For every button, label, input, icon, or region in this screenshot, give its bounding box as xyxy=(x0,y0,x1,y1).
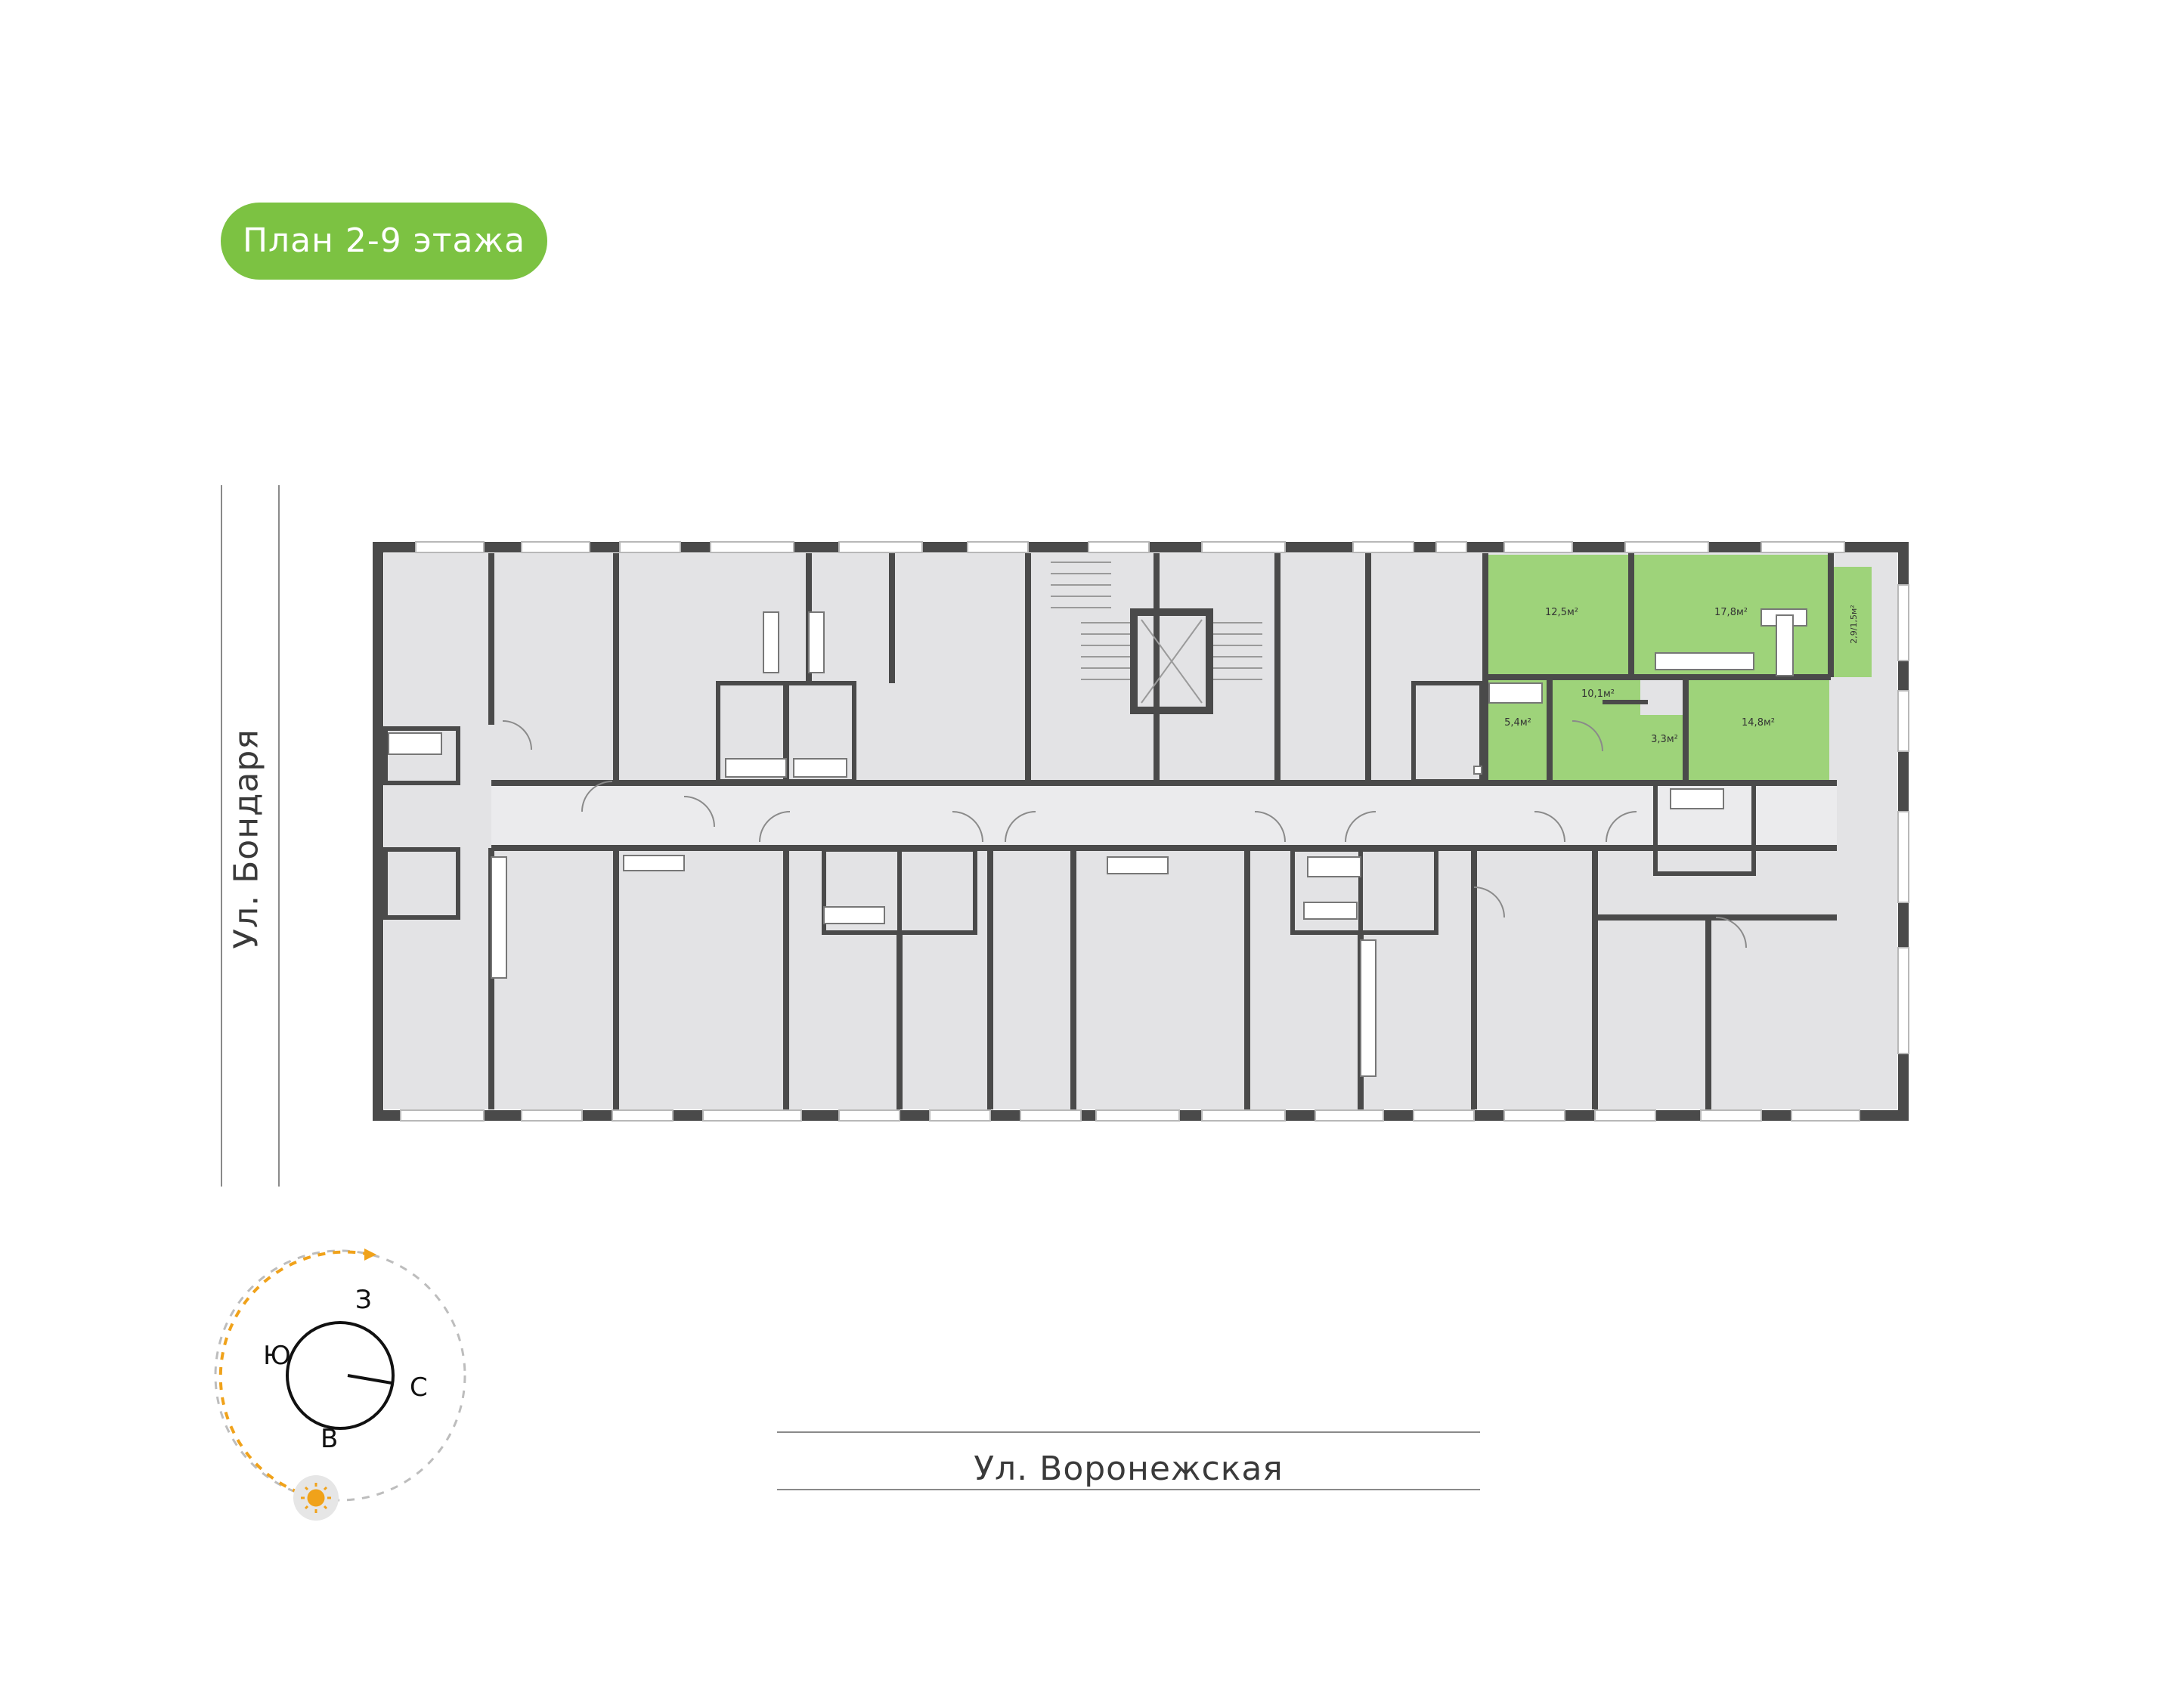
orbit-path xyxy=(214,1249,466,1502)
windows-right xyxy=(1897,584,1909,1054)
room-area-label: 10,1м² xyxy=(1581,688,1615,700)
windows-bottom xyxy=(400,1109,1860,1122)
windows-top xyxy=(415,541,1845,553)
street-bottom-line-top xyxy=(777,1431,1480,1433)
arc-arrow-icon xyxy=(364,1249,376,1261)
stairs xyxy=(1051,562,1262,704)
room-balcony xyxy=(1832,567,1872,677)
room-area-label: 12,5м² xyxy=(1545,607,1578,618)
room-living xyxy=(1486,555,1631,677)
street-bottom-line-bottom xyxy=(777,1489,1480,1490)
floor-plan: 12,5м² 17,8м² 2,9/1,5м² 10,1м² 5,4м² 3,3… xyxy=(373,541,1909,1122)
compass-needle xyxy=(347,1374,392,1385)
street-bottom-label: Ул. Воронежская xyxy=(974,1450,1284,1488)
compass-south-label: Ю xyxy=(263,1341,291,1371)
compass xyxy=(214,1249,466,1521)
street-left-line-inner xyxy=(278,485,280,1187)
compass-east-label: В xyxy=(321,1424,339,1454)
compass-west-label: З xyxy=(355,1285,372,1315)
corridor xyxy=(491,783,1837,848)
interior-walls xyxy=(383,553,1837,1109)
sun-icon xyxy=(301,1483,331,1513)
room-area-label: 2,9/1,5м² xyxy=(1849,605,1859,643)
room-area-label: 5,4м² xyxy=(1504,717,1531,729)
room-area-label: 14,8м² xyxy=(1742,717,1775,729)
compass-north-label: С xyxy=(410,1372,428,1403)
room-area-label: 3,3м² xyxy=(1651,734,1678,745)
compass-dial xyxy=(286,1321,395,1430)
door-swings xyxy=(502,720,1747,948)
fixtures xyxy=(388,608,1807,1077)
room-wc xyxy=(1640,715,1686,784)
floor-plan-badge: План 2-9 этажа xyxy=(221,203,547,280)
street-left-label: Ул. Бондаря xyxy=(227,729,266,949)
street-left-line-outer xyxy=(221,485,222,1187)
room-labels: 12,5м² 17,8м² 2,9/1,5м² 10,1м² 5,4м² 3,3… xyxy=(1504,605,1859,745)
room-bedroom xyxy=(1687,679,1829,784)
room-area-label: 17,8м² xyxy=(1714,607,1748,618)
